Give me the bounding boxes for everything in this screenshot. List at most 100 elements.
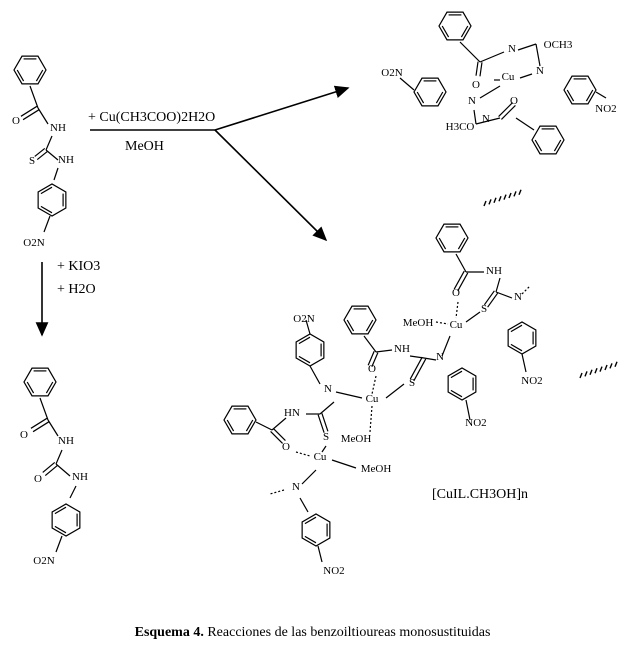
bond bbox=[495, 277, 501, 293]
bond bbox=[55, 535, 63, 553]
bond bbox=[255, 421, 273, 431]
carbonyl-bond-urea bbox=[32, 421, 50, 433]
nh-urea-1: NH bbox=[58, 435, 74, 447]
oxygen-cu2-bottom: O bbox=[510, 95, 518, 107]
bond bbox=[455, 253, 467, 273]
thio-poly-3 bbox=[317, 414, 325, 433]
bond bbox=[475, 117, 501, 125]
coord-bond bbox=[295, 451, 311, 457]
ring-double-bond bbox=[510, 343, 523, 352]
reagent-water: + H2O bbox=[57, 282, 96, 297]
benzene-ring-poly-2-nitro bbox=[447, 367, 477, 401]
bond bbox=[375, 349, 393, 353]
nitrogen-poly-3: N bbox=[292, 481, 300, 493]
bond bbox=[53, 167, 59, 181]
bond bbox=[39, 397, 49, 421]
nh-poly-1: NH bbox=[486, 265, 502, 277]
bond bbox=[465, 311, 481, 323]
benzene-ring-start bbox=[13, 55, 47, 85]
carbonyl-bond-urea-2 bbox=[42, 462, 56, 473]
ring-double-bond bbox=[54, 525, 67, 534]
scheme-caption: Esquema 4. Reacciones de las benzoiltiou… bbox=[0, 625, 625, 641]
ring-double-bond bbox=[435, 91, 444, 104]
methanol-poly-1: MeOH bbox=[403, 317, 434, 329]
arrow-to-cu2-complex bbox=[214, 85, 350, 131]
oxygen-urea: O bbox=[20, 429, 28, 441]
nitro-cu2-left: O2N bbox=[381, 67, 402, 79]
arrow-to-cu1-polymer bbox=[214, 129, 328, 242]
coord-bond bbox=[455, 301, 459, 319]
carbonyl-poly-2 bbox=[367, 350, 375, 366]
thiocarbonyl-start bbox=[34, 147, 46, 157]
ring-double-bond bbox=[553, 139, 562, 152]
ring-double-bond bbox=[298, 355, 311, 364]
bond bbox=[473, 109, 477, 125]
carbonyl-cu2-bottom bbox=[500, 104, 516, 120]
ring-double-bond bbox=[54, 506, 67, 515]
methanol-poly-3: MeOH bbox=[361, 463, 392, 475]
methanol-poly-2: MeOH bbox=[341, 433, 372, 445]
bond bbox=[423, 357, 437, 361]
bond bbox=[519, 73, 533, 79]
benzene-ring-cu2-bottom bbox=[531, 125, 565, 155]
polymer-hash-upper bbox=[503, 194, 507, 200]
ring-double-bond bbox=[245, 419, 254, 432]
benzene-ring-cu2-left bbox=[413, 77, 447, 107]
bond bbox=[55, 449, 63, 465]
bond bbox=[69, 485, 77, 499]
bond bbox=[317, 545, 323, 563]
nitrogen-cu2-right: N bbox=[536, 65, 544, 77]
polymer-hash-lower bbox=[599, 366, 603, 372]
ring-double-bond bbox=[226, 419, 235, 432]
oxygen-start: O bbox=[12, 115, 20, 127]
caption-text: Reacciones de las benzoiltioureas monosu… bbox=[203, 625, 491, 640]
polymer-hash-lower bbox=[584, 371, 588, 377]
polymer-hash-lower bbox=[579, 372, 583, 379]
polymer-hash-lower bbox=[589, 369, 593, 376]
carbonyl-poly-1 bbox=[457, 272, 469, 292]
bond bbox=[55, 463, 71, 477]
ring-double-bond bbox=[438, 237, 447, 250]
polymer-formula-label: [CuIL.CH3OH]n bbox=[432, 487, 529, 502]
ring-double-bond bbox=[450, 389, 463, 398]
ring-double-bond bbox=[298, 336, 311, 345]
nitro-urea: O2N bbox=[33, 555, 54, 567]
bond bbox=[45, 135, 53, 151]
carbonyl-poly-1 bbox=[453, 270, 465, 290]
bond bbox=[299, 497, 309, 513]
methyl-bond bbox=[269, 489, 285, 495]
ring-double-bond bbox=[346, 319, 355, 332]
bond bbox=[465, 399, 471, 421]
benzene-ring-poly-1-nitro bbox=[507, 321, 537, 355]
copper-poly-2: Cu bbox=[366, 393, 379, 405]
bond bbox=[335, 391, 363, 399]
coord-bond bbox=[371, 375, 377, 395]
benzene-ring-cu2-top bbox=[438, 11, 472, 41]
nitro-poly-3: NO2 bbox=[323, 565, 344, 577]
polymer-hash-upper bbox=[518, 189, 522, 196]
polymer-hash-lower bbox=[614, 361, 618, 368]
carbonyl-bond-urea-2 bbox=[44, 465, 58, 476]
bond bbox=[319, 401, 335, 415]
ring-double-bond bbox=[457, 237, 466, 250]
bond bbox=[305, 319, 311, 335]
bond bbox=[45, 149, 59, 161]
bond bbox=[441, 335, 451, 357]
carbonyl-cu2-top bbox=[479, 62, 483, 77]
bond bbox=[47, 419, 59, 437]
benzene-ring-poly-2 bbox=[343, 305, 377, 335]
nitro-poly-1: NO2 bbox=[521, 375, 542, 387]
ring-double-bond bbox=[450, 370, 463, 379]
bond bbox=[331, 459, 357, 469]
carbonyl-bond-urea bbox=[30, 417, 48, 429]
benzene-ring-start-nitro bbox=[37, 183, 67, 217]
bond bbox=[515, 117, 535, 131]
nh-poly-3: HN bbox=[284, 407, 300, 419]
nitrogen-cu2-imine-bottom: N bbox=[482, 113, 490, 125]
ring-double-bond bbox=[35, 69, 44, 82]
nitro-cu2-right: NO2 bbox=[595, 103, 616, 115]
polymer-hash-upper bbox=[498, 195, 502, 202]
polymer-hash-lower bbox=[604, 364, 608, 371]
ring-double-bond bbox=[365, 319, 374, 332]
carbonyl-cu2-bottom bbox=[498, 102, 514, 118]
